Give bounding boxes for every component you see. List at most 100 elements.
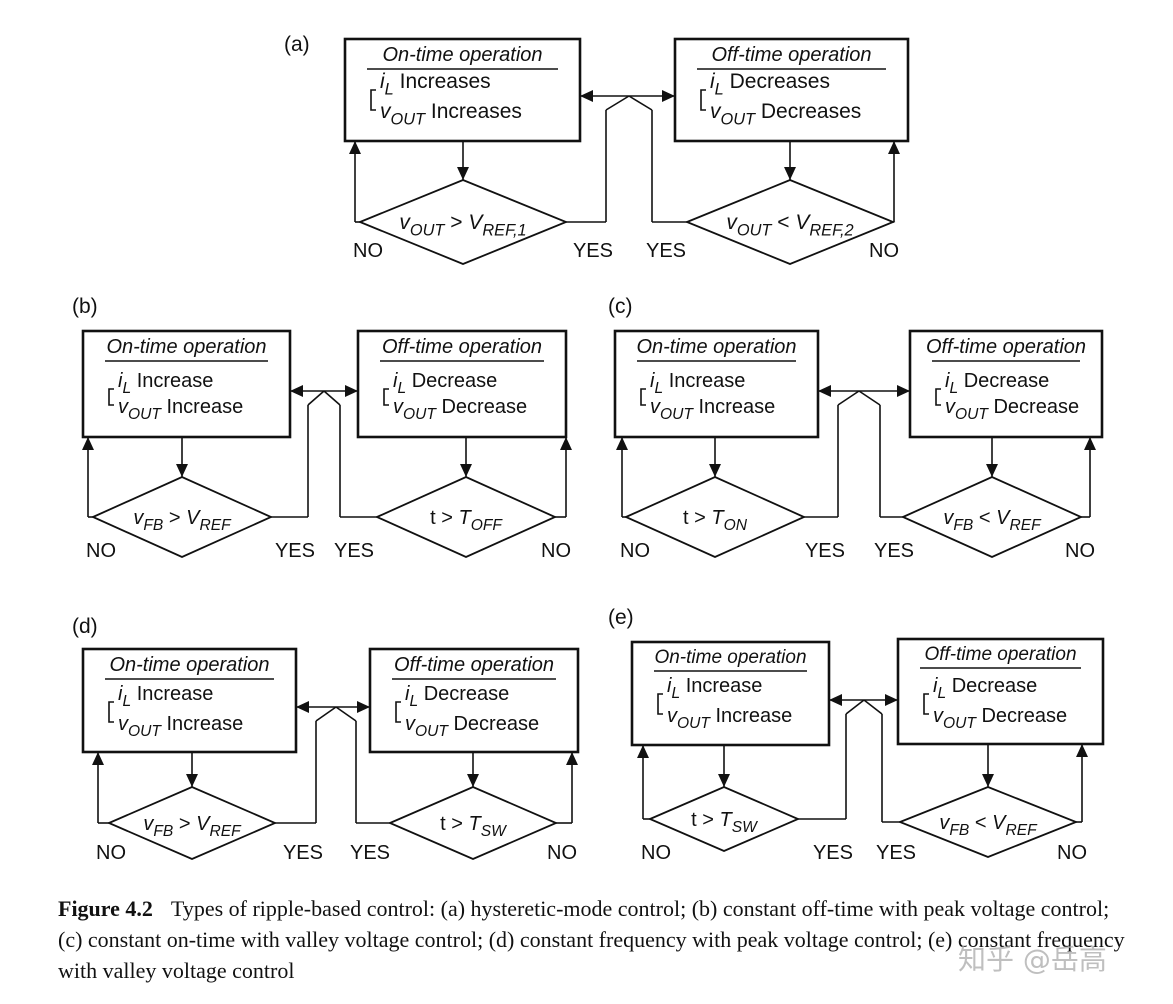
subscript-text: L — [122, 380, 131, 397]
decision-diamond — [623, 476, 807, 558]
decision-condition: vFB < VREF — [939, 812, 1038, 839]
right-decision: t > TSW — [387, 786, 559, 860]
arrow-head — [82, 437, 94, 450]
subscript-text: FB — [143, 517, 163, 534]
formula-text: v — [667, 705, 678, 727]
box-title: On-time operation — [654, 647, 806, 668]
formula-text: T — [469, 813, 483, 835]
vout-line: vOUT Increase — [667, 705, 792, 732]
subscript-text: L — [937, 685, 946, 702]
box-frame — [673, 37, 910, 143]
il-line: iL Increase — [667, 675, 762, 702]
formula-text: Increases — [394, 70, 491, 93]
formula-text: Decrease — [448, 713, 539, 735]
panel-label: (c) — [608, 295, 633, 318]
formula-text: Decreases — [755, 100, 861, 123]
subscript-text: SW — [481, 823, 507, 840]
panel-label: (a) — [284, 33, 310, 56]
decision-condition: vFB > VREF — [143, 813, 242, 840]
arrow-head — [296, 701, 309, 713]
bracket-icon — [108, 388, 114, 406]
decision-condition: t > TSW — [440, 813, 507, 840]
subscript-text: OUT — [721, 110, 757, 128]
formula-text: T — [720, 809, 734, 831]
decision-condition: t > TOFF — [430, 507, 503, 534]
subscript-text: OUT — [391, 110, 427, 128]
no-label: NO — [86, 540, 116, 562]
decision-diamond — [357, 179, 569, 265]
vout-line: vOUT Increase — [650, 396, 775, 423]
formula-text: i — [933, 675, 938, 697]
formula-text: v — [393, 396, 404, 418]
left-decision: t > TSW — [647, 786, 801, 852]
connector-line — [307, 390, 325, 406]
yes-label: YES — [275, 540, 315, 562]
subscript-text: OUT — [660, 406, 694, 423]
connector-line — [315, 706, 337, 722]
formula-text: v — [945, 396, 956, 418]
arrow-head — [885, 694, 898, 706]
formula-text: Increase — [663, 370, 745, 392]
right-decision: t > TOFF — [374, 476, 558, 558]
box-frame — [908, 329, 1104, 439]
arrow-head — [637, 745, 649, 758]
bracket-icon — [700, 89, 706, 111]
decision-diamond — [900, 476, 1084, 558]
subscript-text: L — [409, 693, 418, 710]
subscript-text: REF — [199, 517, 232, 534]
formula-text: Increase — [131, 683, 213, 705]
vout-line: vOUT Decrease — [393, 396, 527, 423]
arrow-head — [718, 774, 730, 787]
bracket-icon — [383, 388, 389, 406]
bracket-icon — [395, 701, 401, 723]
panel-label: (e) — [608, 606, 634, 629]
formula-text: i — [405, 683, 410, 705]
formula-text: V — [992, 812, 1007, 834]
il-line: iL Increases — [380, 70, 491, 98]
formula-text: i — [118, 370, 123, 392]
decision-condition: vFB > VREF — [133, 507, 232, 534]
subscript-text: OUT — [403, 406, 437, 423]
il-line: iL Decrease — [393, 370, 497, 397]
arrow-head — [1084, 437, 1096, 450]
formula-text: Decrease — [418, 683, 509, 705]
formula-text: Decreases — [724, 70, 830, 93]
box-frame — [630, 640, 831, 747]
formula-text: v — [939, 812, 950, 834]
box-frame — [356, 329, 568, 439]
left-decision: vFB > VREF — [90, 476, 274, 558]
formula-text: Increase — [680, 675, 762, 697]
formula-text: T — [458, 507, 472, 529]
arrow-head — [709, 464, 721, 477]
arrow-head — [186, 774, 198, 787]
formula-text: Increase — [161, 396, 243, 418]
arrow-head — [349, 141, 361, 154]
formula-text: v — [943, 507, 954, 529]
formula-text: V — [795, 211, 811, 234]
arrow-head — [290, 385, 303, 397]
arrow-head — [982, 774, 994, 787]
formula-text: Decrease — [946, 675, 1037, 697]
subscript-text: REF — [1009, 517, 1042, 534]
arrow-head — [580, 90, 593, 102]
subscript-text: ON — [724, 517, 748, 534]
decision-condition: vFB < VREF — [943, 507, 1042, 534]
arrow-head — [460, 464, 472, 477]
bracket-icon — [108, 701, 114, 723]
vout-line: vOUT Increases — [380, 100, 522, 128]
arrow-head — [616, 437, 628, 450]
subscript-text: OUT — [677, 715, 711, 732]
subscript-text: OUT — [955, 406, 989, 423]
no-label: NO — [547, 842, 577, 864]
panel-label: (d) — [72, 615, 98, 638]
arrow-head — [92, 752, 104, 765]
yes-label: YES — [876, 842, 916, 864]
